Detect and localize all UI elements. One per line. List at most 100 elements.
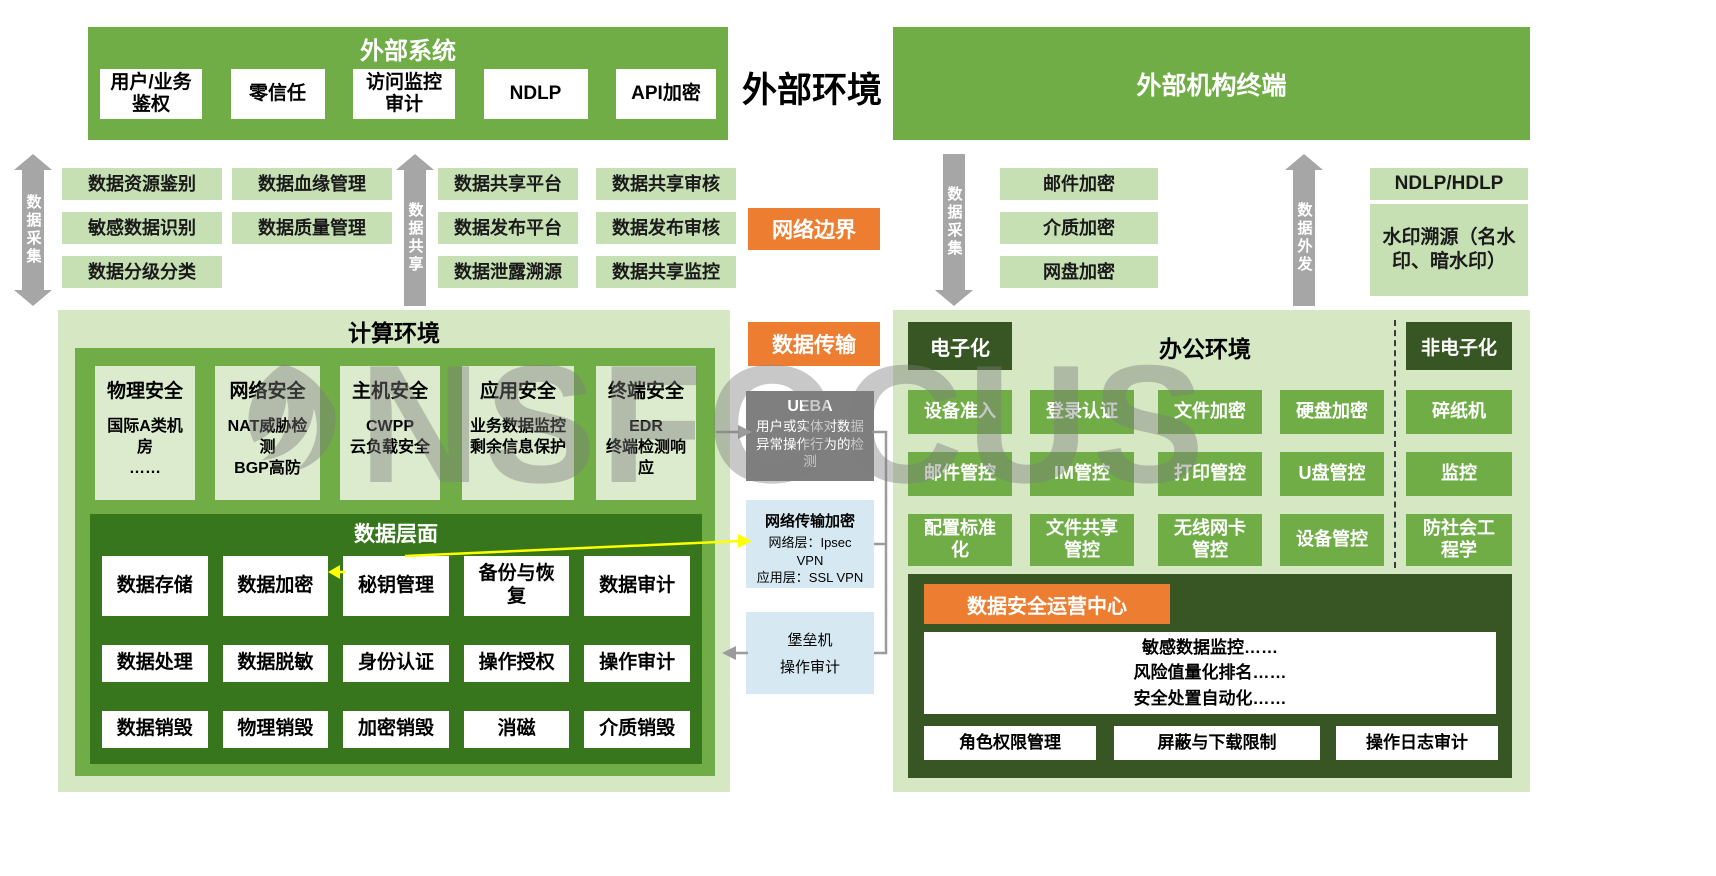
arrow-data-collect-left: 数据采集 — [14, 154, 52, 306]
office-cell-config-standard: 配置标准化 — [908, 514, 1012, 566]
sec-col-line: …… — [129, 459, 161, 477]
watermark-trace-box: 水印溯源（名水印、暗水印） — [1370, 204, 1528, 296]
arrow-down-head-icon — [935, 290, 973, 306]
arrow-label: 数据采集 — [945, 186, 963, 258]
gov-item-quality: 数据质量管理 — [232, 212, 392, 244]
enc-item-netdisk: 网盘加密 — [1000, 256, 1158, 288]
arrow-data-share: 数据共享 — [396, 154, 434, 306]
gov-item-classification: 数据分级分类 — [62, 256, 222, 288]
arrow-label: 数据采集 — [24, 194, 42, 266]
gov-item-resource-identify: 数据资源鉴别 — [62, 168, 222, 200]
bastion-line2: 操作审计 — [779, 659, 840, 676]
sec-col-line: NAT威胁检测 — [227, 418, 308, 456]
sec-col-line: 业务数据监控 — [469, 418, 566, 435]
office-cell-wifi-control: 无线网卡管控 — [1158, 514, 1262, 566]
dl-cell-crypto-destroy: 加密销毁 — [343, 710, 449, 748]
arrow-up-head-icon — [396, 154, 434, 170]
sec-col-title: 终端安全 — [607, 381, 684, 402]
soc-summary-box: 敏感数据监控…… 风险值量化排名…… 安全处置自动化…… — [924, 632, 1496, 714]
arrow-down-head-icon — [14, 290, 52, 306]
sec-col-title: 应用安全 — [479, 381, 556, 402]
sec-col-line: 国际A类机房 — [107, 418, 183, 456]
soc-block-download-limit: 屏蔽与下载限制 — [1114, 726, 1320, 760]
enc-item-mail: 邮件加密 — [1000, 168, 1158, 200]
arrow-data-outbound: 数据外发 — [1285, 154, 1323, 306]
gov-item-leak-trace: 数据泄露溯源 — [438, 256, 578, 288]
data-layer-grid: 数据存储 数据加密 秘钥管理 备份与恢复 数据审计 数据处理 数据脱敏 身份认证… — [102, 556, 690, 748]
office-cell-im-control: IM管控 — [1030, 452, 1134, 496]
sec-col-host: 主机安全 CWPP 云负载安全 — [340, 366, 440, 500]
sec-col-line: BGP高防 — [234, 459, 301, 477]
external-org-panel: 外部机构终端 — [893, 27, 1530, 140]
dl-cell-backup-restore: 备份与恢复 — [463, 556, 570, 616]
net-encrypt-title: 网络传输加密 — [764, 513, 855, 530]
dl-cell-identity-auth: 身份认证 — [343, 644, 449, 682]
electronic-label: 电子化 — [908, 322, 1012, 370]
data-layer-panel: 数据层面 数据存储 数据加密 秘钥管理 备份与恢复 数据审计 数据处理 数据脱敏… — [90, 514, 702, 764]
sec-col-line: 剩余信息保护 — [469, 438, 566, 456]
ueba-desc: 用户或实体对数据异常操作行为的检测 — [756, 419, 864, 470]
dl-cell-media-destroy: 介质销毁 — [584, 710, 690, 748]
nonelec-item-cctv: 监控 — [1406, 452, 1512, 496]
non-electronic-label: 非电子化 — [1406, 322, 1512, 370]
ext-item-access-audit: 访问监控审计 — [353, 69, 455, 119]
net-encrypt-box: 网络传输加密 网络层：Ipsec VPN 应用层：SSL VPN — [746, 500, 874, 588]
office-cell-file-encrypt: 文件加密 — [1158, 390, 1262, 434]
enc-item-media: 介质加密 — [1000, 212, 1158, 244]
arrow-label: 数据外发 — [1295, 202, 1313, 274]
office-divider — [1394, 320, 1396, 568]
sec-col-title: 物理安全 — [106, 381, 183, 402]
office-cell-mail-control: 邮件管控 — [908, 452, 1012, 496]
gov-item-share-platform: 数据共享平台 — [438, 168, 578, 200]
ueba-title: UEBA — [787, 398, 833, 415]
office-cell-device-control: 设备管控 — [1280, 514, 1384, 566]
arrow-shaft: 数据外发 — [1293, 170, 1315, 306]
soc-summary-line: 风险值量化排名…… — [1133, 663, 1287, 683]
arrow-data-collect-right: 数据采集 — [935, 154, 973, 306]
office-cell-device-access: 设备准入 — [908, 390, 1012, 434]
gov-item-publish-review: 数据发布审核 — [596, 212, 736, 244]
net-encrypt-line2: 应用层：SSL VPN — [756, 570, 864, 586]
dl-cell-data-process: 数据处理 — [102, 644, 208, 682]
ext-item-api-encrypt: API加密 — [616, 69, 716, 119]
sec-col-physical: 物理安全 国际A类机房 …… — [95, 366, 195, 500]
office-cell-usb-control: U盘管控 — [1280, 452, 1384, 496]
sec-col-line: EDR — [629, 418, 663, 435]
external-system-panel: 外部系统 用户/业务鉴权 零信任 访问监控审计 NDLP API加密 — [88, 27, 728, 140]
ext-item-user-auth: 用户/业务鉴权 — [100, 69, 202, 119]
office-cell-fileshare-control: 文件共享管控 — [1030, 514, 1134, 566]
soc-panel: 数据安全运营中心 敏感数据监控…… 风险值量化排名…… 安全处置自动化…… 角色… — [908, 574, 1512, 778]
arrow-label: 数据共享 — [406, 202, 424, 274]
data-layer-title: 数据层面 — [354, 523, 438, 546]
arrow-shaft: 数据共享 — [404, 170, 426, 306]
sec-col-network: 网络安全 NAT威胁检测 BGP高防 — [215, 366, 320, 500]
gov-item-publish-platform: 数据发布平台 — [438, 212, 578, 244]
gov-item-sensitive-identify: 敏感数据识别 — [62, 212, 222, 244]
network-boundary-label: 网络边界 — [748, 208, 880, 250]
ext-item-ndlp: NDLP — [483, 69, 588, 119]
arrow-shaft: 数据采集 — [22, 170, 44, 290]
dl-cell-data-destroy: 数据销毁 — [102, 710, 208, 748]
soc-summary-line: 敏感数据监控…… — [1142, 637, 1278, 657]
bastion-line1: 堡垒机 — [787, 632, 833, 649]
sec-col-line: 云负载安全 — [349, 438, 430, 456]
gov-item-lineage: 数据血缘管理 — [232, 168, 392, 200]
external-org-title: 外部机构终端 — [1136, 71, 1287, 100]
sec-col-line: 终端检测响应 — [605, 438, 686, 477]
sec-col-title: 主机安全 — [351, 381, 428, 402]
dl-cell-data-mask: 数据脱敏 — [222, 644, 329, 682]
bastion-box: 堡垒机 操作审计 — [746, 612, 874, 694]
dl-cell-data-encrypt: 数据加密 — [222, 556, 329, 616]
nonelec-item-shredder: 碎纸机 — [1406, 390, 1512, 434]
office-title: 办公环境 — [1159, 336, 1251, 362]
ueba-box: UEBA 用户或实体对数据异常操作行为的检测 — [746, 391, 874, 481]
dl-cell-op-audit: 操作审计 — [584, 644, 690, 682]
office-cell-disk-encrypt: 硬盘加密 — [1280, 390, 1384, 434]
soc-title: 数据安全运营中心 — [924, 584, 1170, 624]
dl-cell-degauss: 消磁 — [463, 710, 570, 748]
external-system-title: 外部系统 — [360, 37, 456, 65]
ndlp-hdlp-box: NDLP/HDLP — [1370, 168, 1528, 200]
arrow-up-head-icon — [14, 154, 52, 170]
gov-item-share-review: 数据共享审核 — [596, 168, 736, 200]
